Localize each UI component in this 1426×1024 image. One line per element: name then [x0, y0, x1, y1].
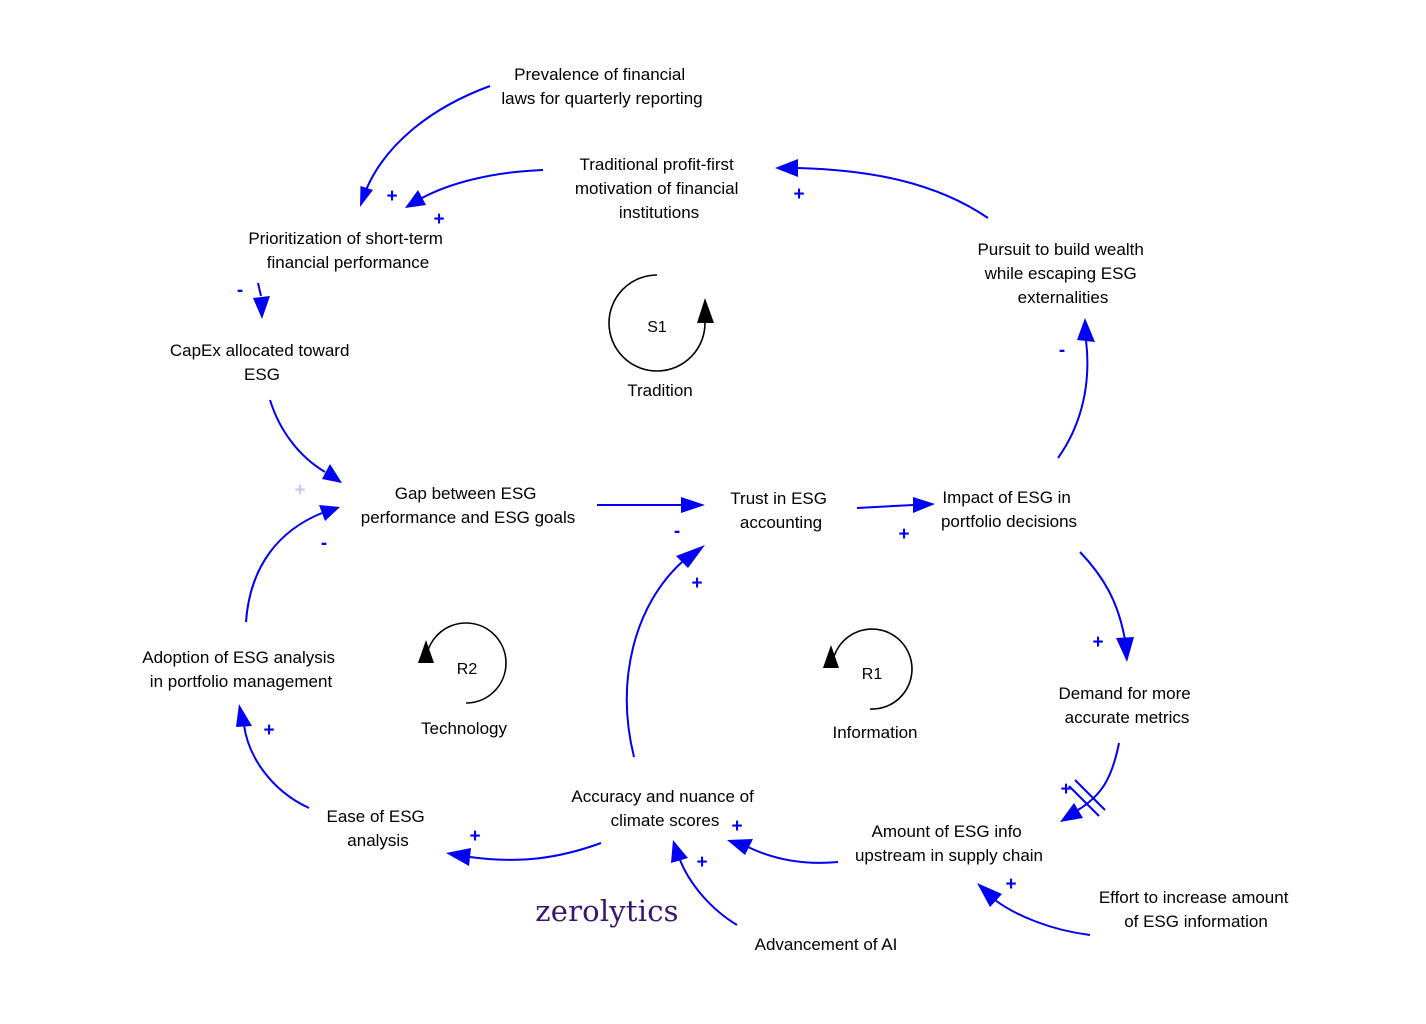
link-capex-to-gap — [269, 399, 326, 473]
arrowheads — [236, 159, 1134, 907]
polarity-pursuit-traditional: + — [793, 184, 804, 205]
arrowhead-prioritization-from-prevalence — [360, 186, 373, 207]
link-prioritization-to-capex — [257, 282, 262, 297]
polarity-ai-accuracy: + — [696, 852, 707, 873]
delay-marker — [1068, 779, 1106, 817]
polarity-ease-adoption: + — [263, 720, 274, 741]
arrowhead-accuracy-from-amount — [727, 839, 753, 855]
arrowhead-prioritization-from-traditional — [405, 190, 426, 208]
arrowhead-amount-from-demand — [1060, 803, 1083, 822]
polarity-amount-accuracy: + — [731, 816, 742, 837]
link-accuracy-to-ease — [469, 842, 602, 861]
loop-r2: R2 Technology — [418, 622, 508, 738]
link-amount-to-accuracy — [747, 846, 839, 864]
node-effort: Effort to increase amount of ESG informa… — [1099, 888, 1293, 931]
link-impact-to-pursuit — [1057, 339, 1089, 459]
loop-s1-id: S1 — [647, 319, 667, 336]
link-ai-to-accuracy — [679, 859, 738, 926]
link-adoption-to-gap — [245, 512, 323, 623]
arrowhead-amount-from-effort — [977, 883, 1002, 907]
polarity-capex-gap: + — [294, 480, 305, 501]
delay-mark-line-2 — [1068, 785, 1100, 817]
loop-r1-id: R1 — [862, 666, 883, 683]
polarity-impact-demand: + — [1092, 632, 1103, 653]
loop-s1-arrowhead-icon — [697, 298, 714, 323]
node-impact: Impact of ESG in portfolio decisions — [941, 488, 1077, 531]
link-demand-to-amount — [1077, 742, 1120, 811]
node-demand: Demand for more accurate metrics — [1058, 684, 1195, 727]
arrowhead-accuracy-from-ai — [671, 840, 688, 863]
link-impact-to-demand — [1079, 551, 1126, 641]
arrowhead-trust-from-gap — [681, 497, 705, 513]
link-traditional-to-prioritization — [421, 169, 544, 199]
polarity-signs: + + - + - - + - + + + + + + + + + — [237, 184, 1104, 895]
node-accuracy: Accuracy and nuance of climate scores — [571, 787, 758, 830]
link-ease-to-adoption — [243, 724, 310, 809]
node-prioritization: Prioritization of short-term financial p… — [248, 229, 447, 272]
arrowhead-adoption — [236, 704, 252, 727]
loop-r2-arc-icon — [425, 622, 507, 704]
zerolytics-logo: zerolytics — [535, 894, 678, 928]
polarity-effort-amount: + — [1005, 874, 1016, 895]
node-amount: Amount of ESG info upstream in supply ch… — [855, 822, 1043, 865]
arrowhead-capex — [253, 296, 270, 319]
arrowhead-ease — [446, 848, 471, 866]
polarity-accuracy-trust: + — [691, 573, 702, 594]
node-ease: Ease of ESG analysis — [326, 807, 429, 850]
node-ai: Advancement of AI — [755, 935, 898, 954]
nodes: Prevalence of financial laws for quarter… — [142, 65, 1293, 954]
node-capex: CapEx allocated toward ESG — [170, 341, 354, 384]
loop-r2-name: Technology — [421, 719, 508, 738]
node-gap: Gap between ESG performance and ESG goal… — [361, 484, 576, 527]
link-accuracy-to-trust — [625, 561, 683, 758]
polarity-trust-impact: + — [898, 524, 909, 545]
links — [243, 85, 1126, 936]
loop-s1-arc-icon — [608, 274, 706, 372]
polarity-traditional-prioritization: + — [433, 209, 444, 230]
arrowhead-trust-from-accuracy — [676, 545, 705, 568]
node-prevalence: Prevalence of financial laws for quarter… — [501, 65, 702, 108]
link-prevalence-to-prioritization — [365, 85, 491, 191]
loop-s1: S1 Tradition — [608, 274, 714, 400]
polarity-adoption-gap: - — [321, 533, 327, 554]
delay-mark-line-1 — [1074, 779, 1106, 811]
arrowhead-pursuit — [1077, 318, 1095, 342]
polarity-prevalence-prioritization: + — [386, 186, 397, 207]
arrowhead-impact — [913, 497, 935, 513]
arrowhead-gap-from-adoption — [319, 505, 340, 521]
loop-r2-id: R2 — [457, 661, 478, 678]
loop-r1-arc-icon — [831, 628, 913, 710]
polarity-impact-pursuit: - — [1059, 340, 1065, 361]
loop-s1-name: Tradition — [627, 381, 693, 400]
node-adoption: Adoption of ESG analysis in portfolio ma… — [142, 648, 340, 691]
arrowhead-demand — [1116, 637, 1134, 662]
loop-r1: R1 Information — [823, 628, 918, 742]
polarity-prioritization-capex: - — [237, 280, 243, 301]
polarity-accuracy-ease: + — [469, 826, 480, 847]
polarity-gap-trust: - — [674, 521, 680, 542]
loop-r2-arrowhead-icon — [418, 640, 434, 663]
link-effort-to-amount — [994, 899, 1091, 936]
link-trust-to-impact — [856, 504, 914, 509]
link-pursuit-to-traditional — [797, 167, 989, 219]
loop-r1-name: Information — [832, 723, 917, 742]
node-pursuit: Pursuit to build wealth while escaping E… — [977, 240, 1148, 307]
loop-r1-arrowhead-icon — [823, 645, 839, 668]
node-traditional: Traditional profit-first motivation of f… — [575, 155, 743, 222]
polarity-demand-amount: + — [1060, 779, 1071, 800]
node-trust: Trust in ESG accounting — [730, 489, 831, 532]
arrowhead-gap-from-capex — [322, 464, 342, 483]
arrowhead-traditional — [775, 159, 798, 177]
